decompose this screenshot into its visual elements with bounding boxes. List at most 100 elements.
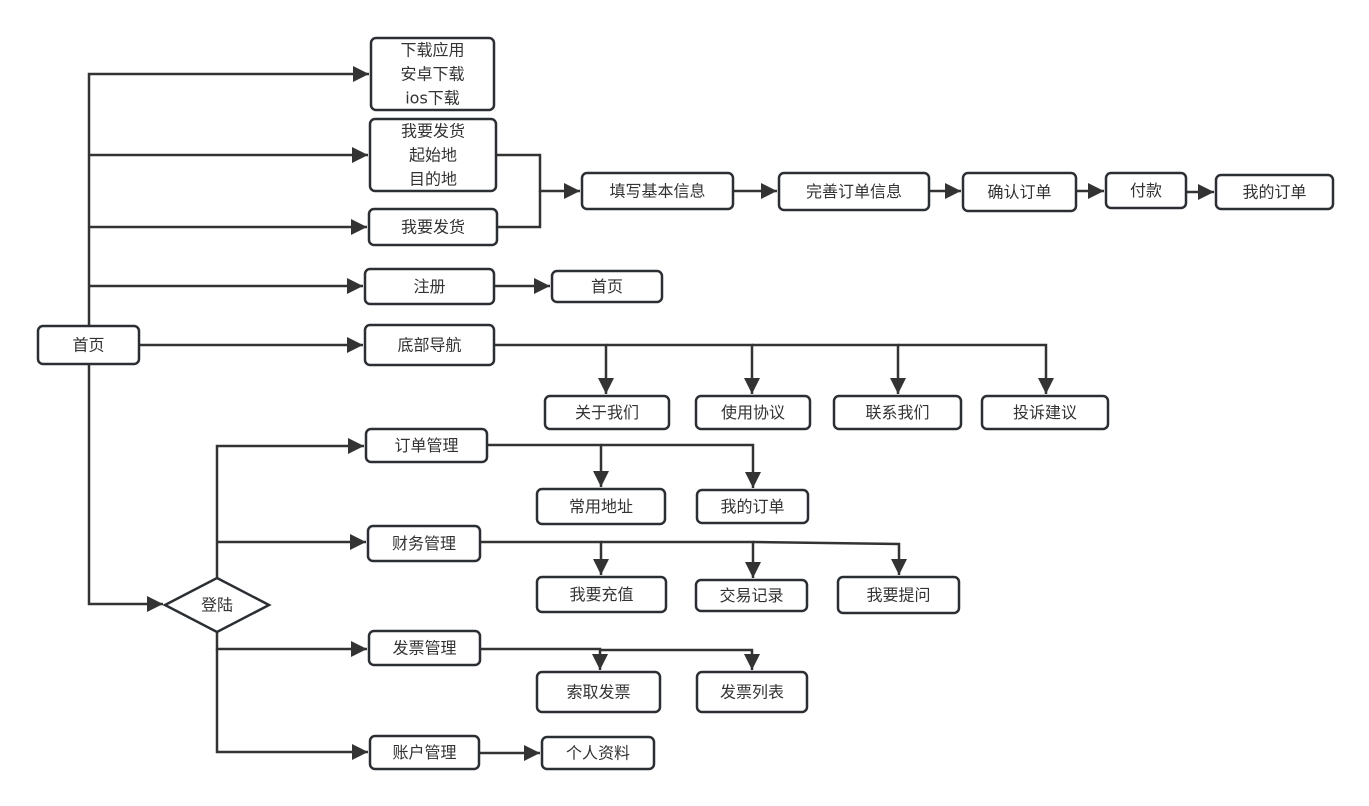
process-box[interactable] <box>1214 173 1335 211</box>
node-complaint[interactable]: 投诉建议 <box>980 394 1110 431</box>
process-box[interactable] <box>550 269 664 304</box>
edge-fill_info-to-complete_order <box>733 183 777 199</box>
node-label: 交易记录 <box>719 586 783 605</box>
process-box[interactable] <box>535 487 667 526</box>
node-register[interactable]: 注册 <box>363 267 496 306</box>
node-login[interactable]: 登陆 <box>162 576 272 634</box>
edge-ship1-to-fill_info <box>496 153 580 199</box>
node-finance-mgmt[interactable]: 财务管理 <box>366 524 482 563</box>
node-contact[interactable]: 联系我们 <box>832 394 963 431</box>
process-box[interactable] <box>367 629 482 667</box>
arrowhead-icon <box>1038 378 1054 394</box>
connector-line <box>600 648 754 670</box>
node-footer-nav[interactable]: 底部导航 <box>363 323 496 367</box>
edge-home-to-register <box>89 278 363 294</box>
node-label: 发票管理 <box>392 639 456 658</box>
edge-order_mgmt-to-my_orders <box>601 443 761 488</box>
node-addresses[interactable]: 常用地址 <box>535 487 667 526</box>
node-label: 填写基本信息 <box>609 182 705 201</box>
node-label: 个人资料 <box>566 744 630 763</box>
edge-home-to-ship2 <box>89 219 367 235</box>
node-terms[interactable]: 使用协议 <box>694 394 812 431</box>
process-box[interactable] <box>695 670 809 714</box>
edge-complete_order-to-confirm_order <box>929 183 961 199</box>
decision-diamond[interactable] <box>162 576 272 634</box>
edge-invoice_mgmt-to-invoice_list <box>600 648 760 670</box>
node-transactions[interactable]: 交易记录 <box>694 578 809 613</box>
node-label: 我要发货 <box>401 122 465 141</box>
arrowhead-icon <box>1088 183 1104 199</box>
arrowhead-icon <box>351 641 367 657</box>
edge-register-to-home2 <box>494 278 550 294</box>
node-label: 订单管理 <box>394 436 458 455</box>
process-box[interactable] <box>543 394 671 431</box>
node-about[interactable]: 关于我们 <box>543 394 671 431</box>
arrowhead-icon <box>744 378 760 394</box>
node-home[interactable]: 首页 <box>36 324 141 366</box>
node-profile[interactable]: 个人资料 <box>540 735 656 771</box>
node-my-orders[interactable]: 我的订单 <box>695 488 810 525</box>
process-box[interactable] <box>836 575 961 615</box>
process-box[interactable] <box>961 171 1078 213</box>
process-box[interactable] <box>36 324 141 366</box>
connector-line <box>480 540 603 575</box>
node-ship2[interactable]: 我要发货 <box>367 207 499 247</box>
node-recharge[interactable]: 我要充值 <box>535 575 668 614</box>
edge-account_mgmt-to-profile <box>479 745 540 761</box>
node-label: 我的订单 <box>1242 183 1306 202</box>
arrowhead-icon <box>352 147 368 163</box>
process-box[interactable] <box>366 524 482 563</box>
process-box[interactable] <box>535 575 668 614</box>
node-home2[interactable]: 首页 <box>550 269 664 304</box>
process-box[interactable] <box>368 117 498 193</box>
process-box[interactable] <box>694 394 812 431</box>
process-box[interactable] <box>695 488 810 525</box>
arrowhead-icon <box>524 745 540 761</box>
process-box[interactable] <box>540 735 656 771</box>
process-box[interactable] <box>1104 171 1188 210</box>
node-fill-info[interactable]: 填写基本信息 <box>580 171 735 211</box>
node-invoice-mgmt[interactable]: 发票管理 <box>367 629 482 667</box>
node-complete-order[interactable]: 完善订单信息 <box>777 171 931 212</box>
process-box[interactable] <box>694 578 809 613</box>
arrowhead-icon <box>744 654 760 670</box>
connector-line <box>215 444 364 578</box>
arrowhead-icon <box>761 183 777 199</box>
process-box[interactable] <box>777 171 931 212</box>
node-confirm-order[interactable]: 确认订单 <box>961 171 1078 213</box>
node-pay[interactable]: 付款 <box>1104 171 1188 210</box>
process-box[interactable] <box>369 36 496 112</box>
process-box[interactable] <box>367 207 499 247</box>
arrowhead-icon <box>592 654 608 670</box>
edge-footer_nav-to-complaint <box>898 343 1054 394</box>
edges-layer <box>87 66 1214 761</box>
arrowhead-icon <box>147 596 163 612</box>
process-box[interactable] <box>832 394 963 431</box>
edge-login-to-finance_mgmt <box>217 534 366 550</box>
node-label: 联系我们 <box>865 403 929 422</box>
node-label: 关于我们 <box>575 403 639 422</box>
process-box[interactable] <box>980 394 1110 431</box>
connector-line <box>601 443 755 488</box>
arrowhead-icon <box>598 378 614 394</box>
node-order-mgmt[interactable]: 订单管理 <box>364 427 489 464</box>
process-box[interactable] <box>363 323 496 367</box>
process-box[interactable] <box>364 427 489 464</box>
edge-footer_nav-to-contact <box>752 343 906 394</box>
node-invoice-list[interactable]: 发票列表 <box>695 670 809 714</box>
edge-footer_nav-to-terms <box>606 343 760 394</box>
process-box[interactable] <box>368 734 481 771</box>
node-account-mgmt[interactable]: 账户管理 <box>368 734 481 771</box>
process-box[interactable] <box>363 267 496 306</box>
arrowhead-icon <box>350 534 366 550</box>
process-box[interactable] <box>580 171 735 211</box>
process-box[interactable] <box>535 670 662 714</box>
node-withdraw[interactable]: 我要提问 <box>836 575 961 615</box>
connector-line <box>752 540 901 575</box>
edge-finance_mgmt-to-recharge <box>480 540 609 575</box>
node-my-orders-top[interactable]: 我的订单 <box>1214 173 1335 211</box>
node-request-invoice[interactable]: 索取发票 <box>535 670 662 714</box>
connector-line <box>487 443 603 487</box>
